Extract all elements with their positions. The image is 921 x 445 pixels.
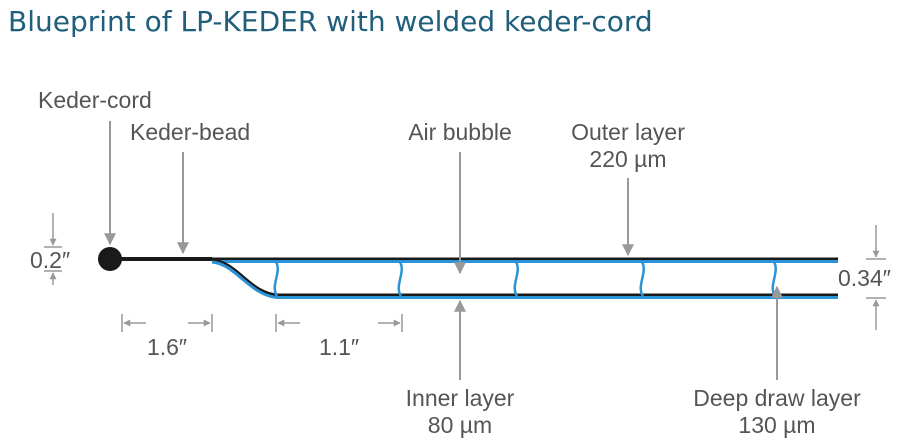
bubble-wall: [771, 261, 777, 297]
deep-draw-layer-line: [211, 260, 838, 299]
air-bubble-walls: [273, 261, 777, 297]
dimension-lines: [44, 213, 886, 332]
deep-draw-layer-thickness: 130 µm: [738, 412, 815, 438]
bubble-wall: [513, 261, 519, 297]
bubble-wall: [397, 261, 403, 297]
inner-layer-line: [211, 258, 838, 297]
total-height-value: 0.34″: [838, 265, 891, 291]
deep-draw-layer-label: Deep draw layer: [693, 385, 861, 411]
inner-layer-thickness: 80 µm: [428, 412, 492, 438]
keder-cord-circle: [98, 247, 122, 271]
outer-layer-label: Outer layer: [571, 119, 685, 145]
inner-layer-label: Inner layer: [406, 385, 515, 411]
keder-cord-label: Keder-cord: [38, 87, 152, 113]
outer-layer-thickness: 220 µm: [589, 146, 666, 172]
leader-arrows: [104, 121, 783, 380]
page-title: Blueprint of LP-KEDER with welded keder-…: [8, 5, 653, 38]
bubble-wall: [273, 261, 279, 297]
keder-bead-label: Keder-bead: [130, 119, 250, 145]
bubble-spacing-value: 1.1″: [319, 334, 359, 360]
film-layers: [98, 247, 838, 299]
bead-length-value: 1.6″: [147, 334, 187, 360]
cord-height-value: 0.2″: [30, 247, 70, 273]
bubble-wall: [639, 261, 645, 297]
air-bubble-label: Air bubble: [408, 119, 512, 145]
